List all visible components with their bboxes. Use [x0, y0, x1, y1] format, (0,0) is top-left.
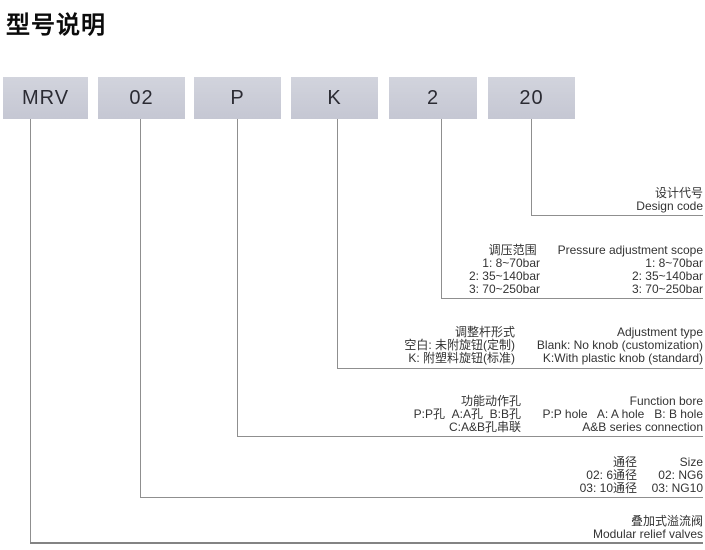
label-row: 调整杆形式 Adjustment type: [404, 326, 703, 339]
label-cn: 3: 70~250bar: [468, 282, 540, 296]
label-cn: 2: 35~140bar: [468, 269, 540, 283]
label-row: Modular relief valves: [593, 528, 703, 541]
label-row: K: 附塑料旋钮(标准) K:With plastic knob (standar…: [404, 352, 703, 365]
label-row: 设计代号: [636, 187, 703, 200]
label-en: 02: NG6: [658, 468, 703, 482]
label-en: Size: [679, 455, 703, 469]
connector-hline-pressure: [441, 298, 703, 299]
label-en: K:With plastic knob (standard): [542, 351, 703, 365]
page-title: 型号说明: [6, 12, 106, 39]
model-code-box-pressure: 2: [389, 77, 477, 119]
label-row: 1: 8~70bar 1: 8~70bar: [469, 257, 703, 270]
connector-hline-size: [140, 497, 703, 498]
connector-vline-knob: [337, 119, 338, 368]
connector-vline-pressure: [441, 119, 442, 298]
model-code-box-mrv: MRV: [3, 77, 88, 119]
label-en: Modular relief valves: [592, 527, 703, 541]
label-row: P:P孔 A:A孔 B:B孔 P:P hole A: A hole B: B ho…: [414, 408, 703, 421]
model-code-box-function: P: [194, 77, 281, 119]
label-cn: K: 附塑料旋钮(标准): [408, 351, 515, 365]
label-row: 空白: 未附旋钮(定制) Blank: No knob (customizatio…: [404, 339, 703, 352]
connector-vline-design: [531, 119, 532, 215]
label-row: 03: 10通径 03: NG10: [580, 482, 703, 495]
label-en: A&B series connection: [582, 420, 703, 434]
label-cn: 02: 6通径: [586, 468, 637, 482]
label-row: 3: 70~250bar 3: 70~250bar: [469, 283, 703, 296]
label-row: 调压范围 Pressure adjustment scope: [469, 244, 703, 257]
connector-vline-mrv: [30, 119, 31, 543]
label-en: P:P hole A: A hole B: B hole: [542, 407, 703, 421]
label-en: 叠加式溢流阀: [630, 514, 703, 528]
model-code-box-knob: K: [291, 77, 378, 119]
label-row: Design code: [636, 200, 703, 213]
label-en: 1: 8~70bar: [645, 256, 703, 270]
connector-hline-knob: [337, 368, 703, 369]
label-en: Design code: [636, 199, 703, 213]
label-row: 功能动作孔 Function bore: [414, 395, 703, 408]
label-row: 2: 35~140bar 2: 35~140bar: [469, 270, 703, 283]
label-row: 02: 6通径 02: NG6: [580, 469, 703, 482]
label-cn: C:A&B孔串联: [448, 420, 521, 434]
section-size: 通径 Size 02: 6通径 02: NG6 03: 10通径 03: NG10: [580, 456, 703, 495]
label-en: 设计代号: [654, 186, 703, 200]
label-cn: 03: 10通径: [579, 481, 637, 495]
label-en: 2: 35~140bar: [631, 269, 703, 283]
connector-hline-design: [531, 215, 703, 216]
label-cn: 调压范围: [488, 243, 540, 257]
label-en: Function bore: [629, 394, 703, 408]
connector-hline-function: [237, 436, 703, 437]
model-code-box-design: 20: [488, 77, 575, 119]
label-cn: 功能动作孔: [460, 394, 521, 408]
label-en: 3: 70~250bar: [631, 282, 703, 296]
label-cn: 空白: 未附旋钮(定制): [404, 338, 515, 352]
connector-vline-function: [237, 119, 238, 436]
label-en: Pressure adjustment scope: [557, 243, 703, 257]
connector-vline-size: [140, 119, 141, 497]
model-code-box-size: 02: [98, 77, 185, 119]
connector-hline-product: [30, 542, 703, 544]
label-en: 03: NG10: [651, 481, 703, 495]
label-cn: 调整杆形式: [454, 325, 515, 339]
label-row: 通径 Size: [580, 456, 703, 469]
section-adjustment-type: 调整杆形式 Adjustment type 空白: 未附旋钮(定制) Blank: N…: [404, 326, 703, 365]
label-row: C:A&B孔串联 A&B series connection: [414, 421, 703, 434]
label-cn: 1: 8~70bar: [482, 256, 540, 270]
label-row: 叠加式溢流阀: [593, 515, 703, 528]
label-en: Adjustment type: [616, 325, 703, 339]
label-cn: P:P孔 A:A孔 B:B孔: [413, 407, 521, 421]
label-cn: 通径: [612, 455, 637, 469]
label-en: Blank: No knob (customization): [536, 338, 703, 352]
